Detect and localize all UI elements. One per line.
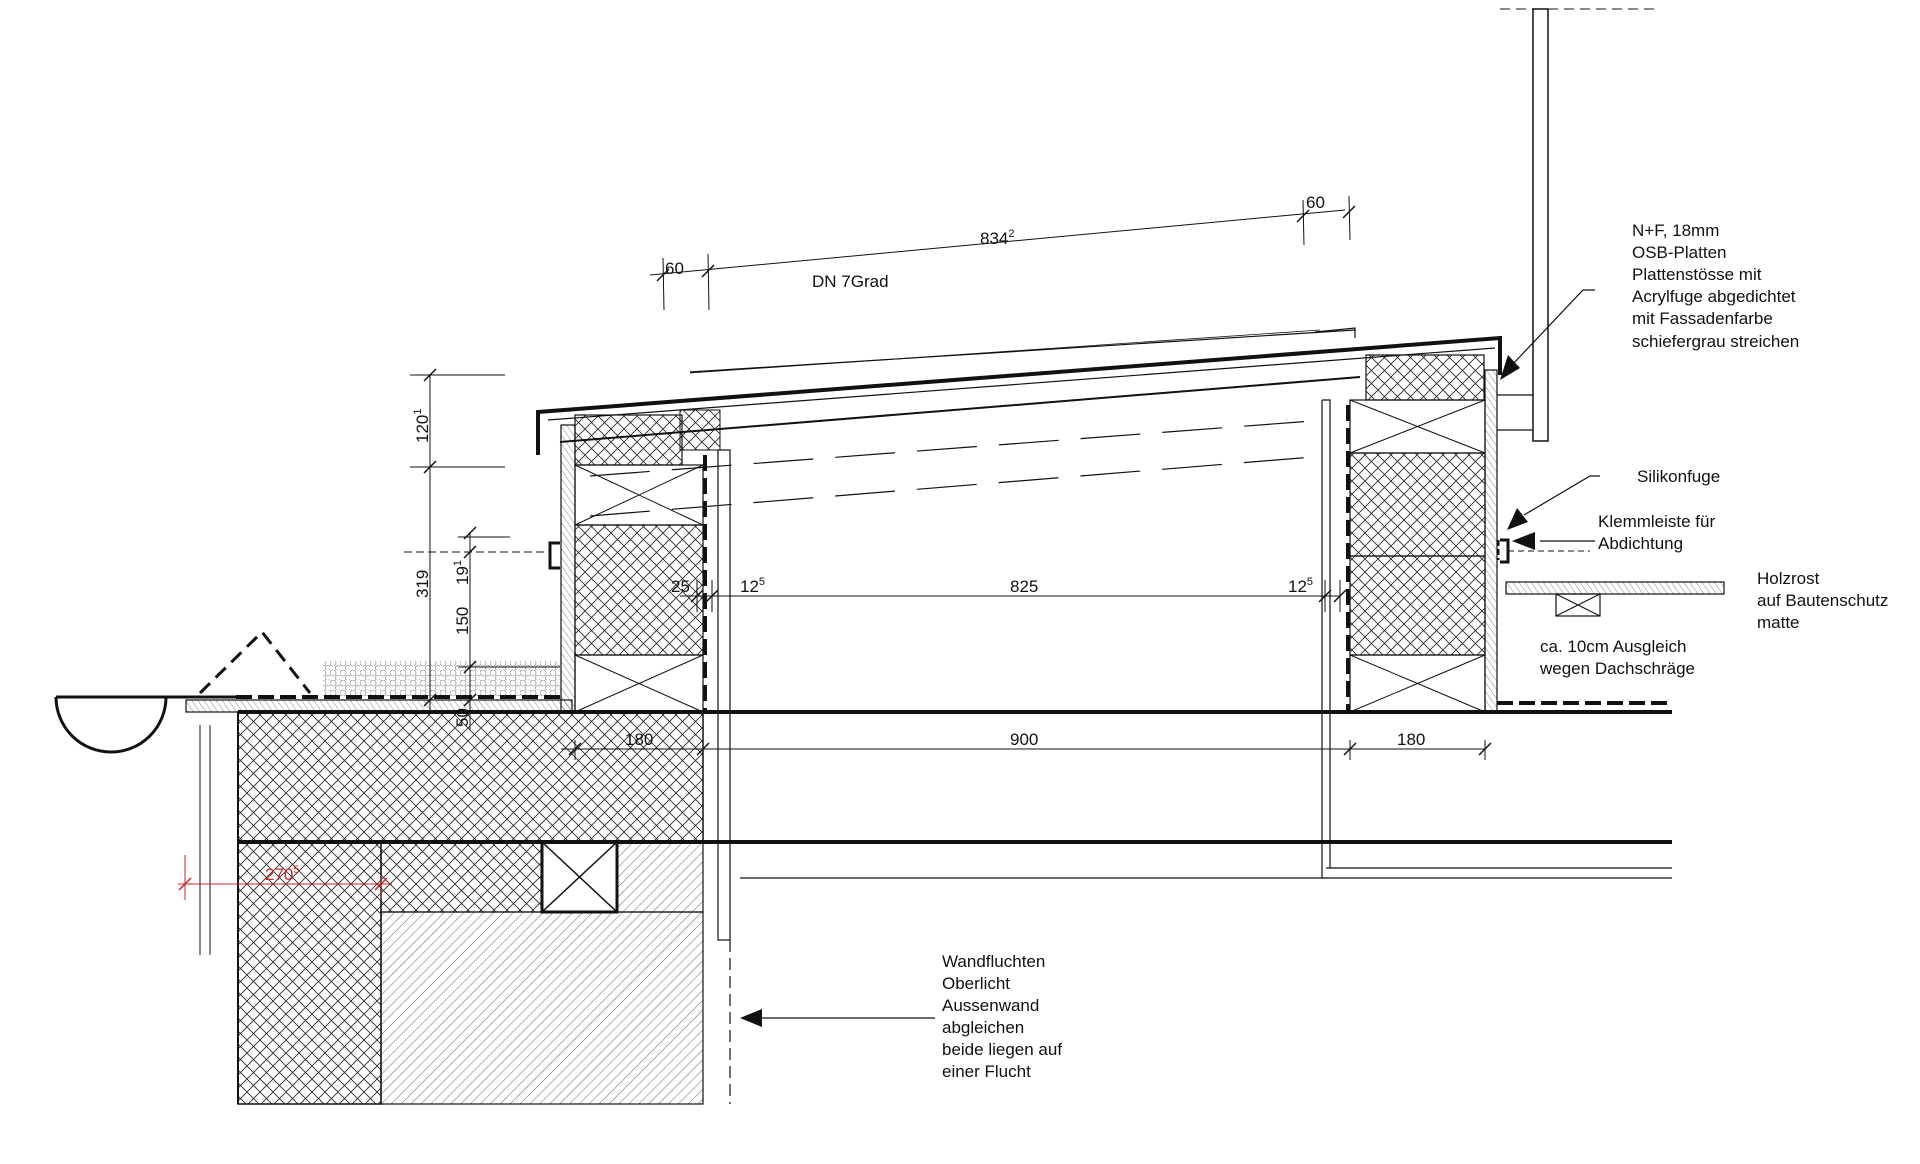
roof-top-sheet [536,335,1502,455]
concrete-strip [616,841,704,913]
silikon-arrow-icon [1507,508,1528,530]
wall-block-hatch-upper [237,711,704,843]
osb-arrow-icon [1500,355,1520,380]
upstand-walls [548,8,1725,1104]
wall-270-label: 2705 [265,864,300,884]
wandfluchten-note: Wandfluchten Oberlicht Aussenwand abglei… [942,952,1067,1081]
height-120-label: 1201 [412,409,432,444]
height-19-label: 191 [452,560,472,585]
inner-825-label: 825 [1010,577,1038,596]
wall-dimension-270 [178,855,392,900]
base-180-left-label: 180 [625,730,653,749]
base-180-right-label: 180 [1397,730,1425,749]
klemmleiste-arrow-icon [1512,532,1535,550]
wall-block-hatch-left [237,841,382,1105]
inner-right-12-label: 125 [1288,576,1313,596]
roof [536,327,1502,517]
wall-block-hatch-mid [380,841,543,913]
leader-lines [760,289,1600,1019]
holzrost-note: Holzrost auf Bautenschutz matte [1757,569,1893,632]
gravel-bed [323,661,560,696]
concrete-block [380,911,704,1105]
height-50-label: 50 [453,708,472,727]
roof-pitch-label: DN 7Grad [812,272,889,291]
inner-left-12-label: 125 [740,576,765,596]
annotation-notes: N+F, 18mm OSB-Platten Plattenstösse mit … [942,221,1893,1081]
base-900-label: 900 [1010,730,1038,749]
overhang-left-label: 60 [665,259,684,278]
roof-length-label: 8342 [980,228,1015,248]
overhang-right-label: 60 [1306,193,1325,212]
ridge-outline [198,629,312,695]
dimension-labels: 60 60 8342 DN 7Grad 1201 319 191 150 50 … [265,193,1425,884]
height-150-label: 150 [453,607,472,635]
height-319-label: 319 [413,570,432,598]
ausgleich-note: ca. 10cm Ausgleich wegen Dachschräge [1539,637,1695,678]
arrow-heads [740,355,1535,1027]
osb-note: N+F, 18mm OSB-Platten Plattenstösse mit … [1632,221,1800,351]
gutter [54,696,168,754]
klemmleiste-note: Klemmleiste für Abdichtung [1598,512,1720,553]
inner-25-label: 25 [671,577,690,596]
dimension-lines [404,195,1492,760]
silikon-note: Silikonfuge [1637,467,1720,486]
wandfluchten-arrow-icon [740,1009,762,1027]
